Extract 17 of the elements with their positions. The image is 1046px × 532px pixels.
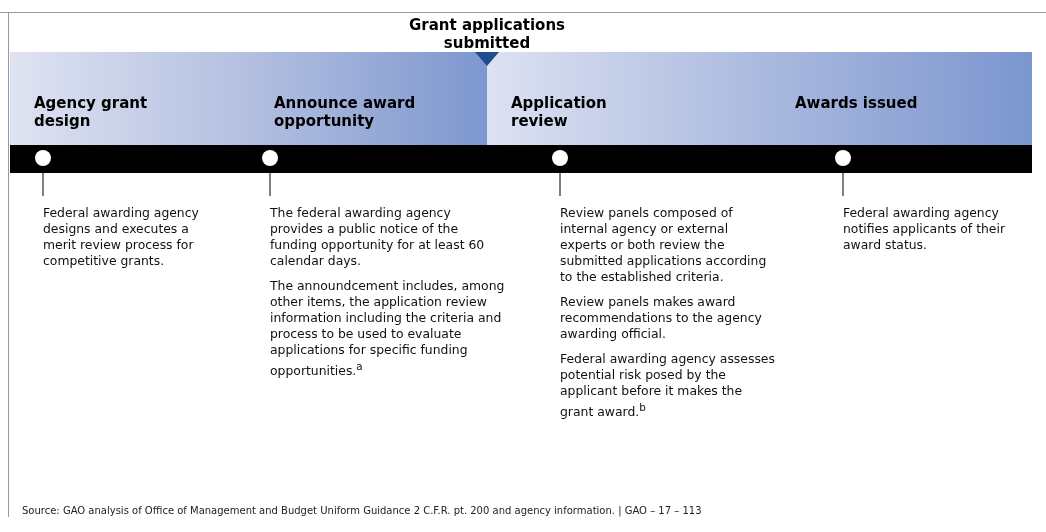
description-text: Federal awarding agency designs and executes a merit review process for competitive grants.	[43, 205, 200, 269]
phase-heading: Awards issued	[795, 94, 919, 112]
phase-heading: Application review	[511, 94, 608, 130]
description-text: Review panels makes award recommendations to the agency awarding official.	[560, 294, 763, 342]
phase-band	[250, 52, 487, 145]
description-text: The announdcement includes, among other items, the application review information including the criteria and process to be used to evaluate applications for specific funding opportunities.$^{a}$	[270, 278, 505, 380]
milestone-label: Grant applications submitted	[408, 16, 566, 52]
description-text: Review panels composed of internal agency or external experts or both review the submitted applications according to the established criteria.	[560, 205, 768, 285]
phase-band	[10, 52, 250, 145]
phase-band	[487, 52, 771, 145]
description-text: The federal awarding agency provides a public notice of the funding opportunity for at least 60 calendar days.	[270, 205, 486, 269]
phase-heading: Agency grant design	[34, 94, 149, 130]
phase-band	[771, 52, 1032, 145]
description-text: Federal awarding agency notifies applicants of their award status.	[843, 205, 1007, 253]
phase-heading: Announce award opportunity	[274, 94, 417, 130]
source-note: Source: GAO analysis of Office of Management and Budget Uniform Guidance 2 C.F.R. pt. 200 and agency information. | GAO – 17 – 113	[22, 505, 702, 516]
description-text: Federal awarding agency assesses potential risk posed by the applicant before it makes the grant award.$^{b}$	[560, 351, 775, 421]
